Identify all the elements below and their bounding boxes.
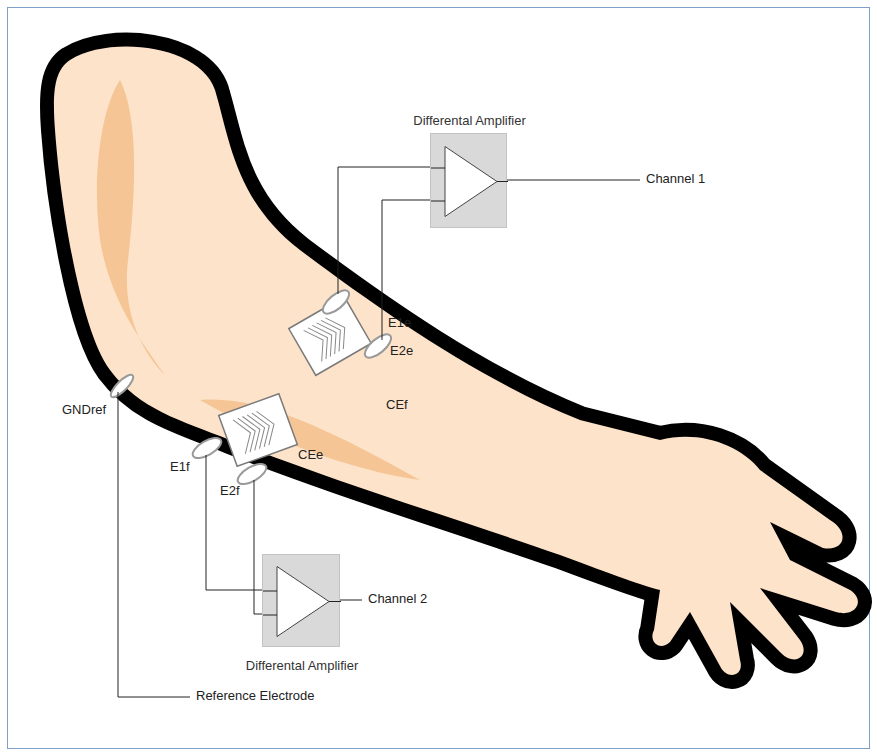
amplifier-box: Differental Amplifier <box>262 554 340 647</box>
channel-label: Channel 1 <box>646 172 705 186</box>
electrode-sensor <box>219 297 372 467</box>
amplifier-label: Differental Amplifier <box>246 658 358 673</box>
electrode-label: CEe <box>298 448 323 462</box>
electrode-label: CEf <box>386 398 408 412</box>
amplifier-symbol <box>431 134 508 229</box>
reference-label: Reference Electrode <box>196 689 315 703</box>
electrode-pads <box>108 286 395 488</box>
amplifier-box: Differental Amplifier <box>430 133 507 228</box>
electrode-label: E2f <box>220 484 240 498</box>
amplifier-symbol <box>263 555 341 648</box>
electrode-label: E1e <box>388 316 411 330</box>
wires <box>118 167 640 697</box>
electrode-label: E1f <box>170 460 190 474</box>
electrode-label: E2e <box>390 344 413 358</box>
channel-label: Channel 2 <box>368 592 427 606</box>
frame <box>8 8 870 749</box>
arm <box>54 47 858 675</box>
electrode-label: GNDref <box>62 403 106 417</box>
amplifier-label: Differental Amplifier <box>413 113 525 128</box>
